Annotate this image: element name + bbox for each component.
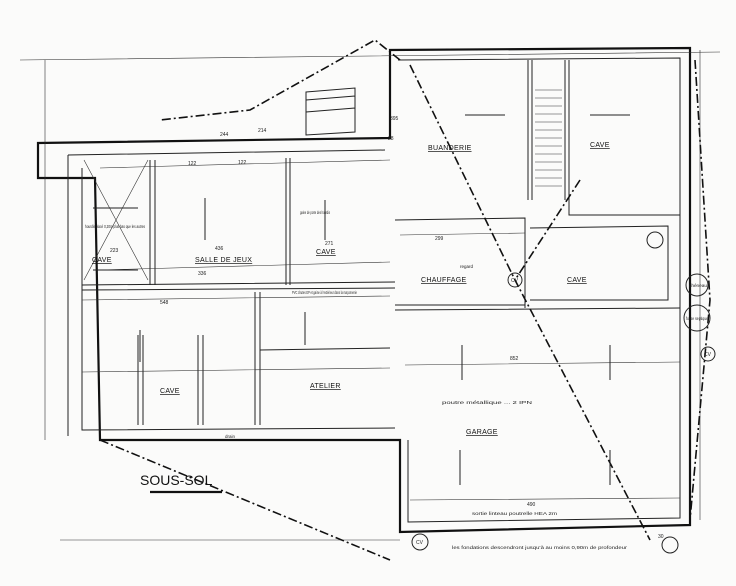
dimension-label: 490 — [527, 502, 536, 508]
note: sortie linteau poutrelle HEA 2m — [472, 511, 557, 516]
dimension-label: 336 — [198, 271, 207, 277]
note: chéneau — [689, 283, 708, 288]
note: les fondations descendront jusqu'à au mo… — [452, 545, 628, 550]
room-label-salle-de-jeux: SALLE DE JEUX — [195, 257, 252, 264]
dimension-label: 852 — [510, 356, 519, 362]
span-arrows — [93, 114, 630, 485]
room-label-atelier: ATELIER — [310, 383, 341, 390]
void-cross — [83, 159, 149, 281]
dimension-label: CV — [416, 540, 424, 546]
dimension-label: 271 — [325, 241, 334, 247]
dimension-label: 122 — [238, 160, 247, 166]
inspection-chambers — [411, 231, 716, 554]
dimension-label: 548 — [160, 300, 169, 306]
room-label-cave-5: CAVE — [567, 277, 587, 284]
room-label-cave-3: CAVE — [160, 388, 180, 395]
interior-walls — [81, 60, 681, 425]
dimension-label: 28 — [388, 136, 394, 142]
drain-lines — [99, 39, 711, 561]
note: fosse septique — [686, 316, 708, 321]
dimension-label: 122 — [188, 161, 197, 167]
dimension-label: 223 — [110, 248, 119, 254]
room-label-cave-2: CAVE — [316, 249, 336, 256]
room-label-buanderie: BUANDERIE — [428, 145, 472, 152]
dimension-label: 30 — [658, 534, 664, 540]
room-label-chauffage: CHAUFFAGE — [421, 277, 467, 284]
dimension-labels: 223 436 336 271 122 122 244 548 299 852 … — [110, 116, 712, 546]
note: poutre métallique ... 2 IPN — [442, 400, 532, 405]
dimension-label: 299 — [435, 236, 444, 242]
note: regard — [460, 264, 474, 269]
note: hourdis placé 0,20m plus bas que les aut… — [85, 224, 146, 229]
plan-title: SOUS-SOL — [140, 472, 213, 488]
outer-walls — [36, 46, 692, 534]
room-label-cave-4: CAVE — [590, 142, 610, 149]
annotations: hourdis placé 0,20m plus bas que les aut… — [85, 210, 708, 550]
dimension-lines — [19, 50, 721, 541]
room-label-cave-1: CAVE — [92, 257, 112, 264]
stair — [535, 89, 562, 187]
note: gaine de porte des hourdis — [300, 210, 330, 215]
dimension-label: 395 — [390, 116, 399, 122]
dimension-label: 244 — [220, 132, 229, 138]
dimension-label: CV — [511, 278, 519, 284]
dimension-label: 214 — [258, 128, 267, 134]
dimension-label: CV — [704, 352, 712, 358]
note: PVC chutes EP et gaine à l'extérieur dan… — [292, 290, 357, 295]
note: drain — [225, 434, 236, 439]
room-label-garage: GARAGE — [466, 429, 498, 436]
dimension-label: 436 — [215, 246, 224, 252]
